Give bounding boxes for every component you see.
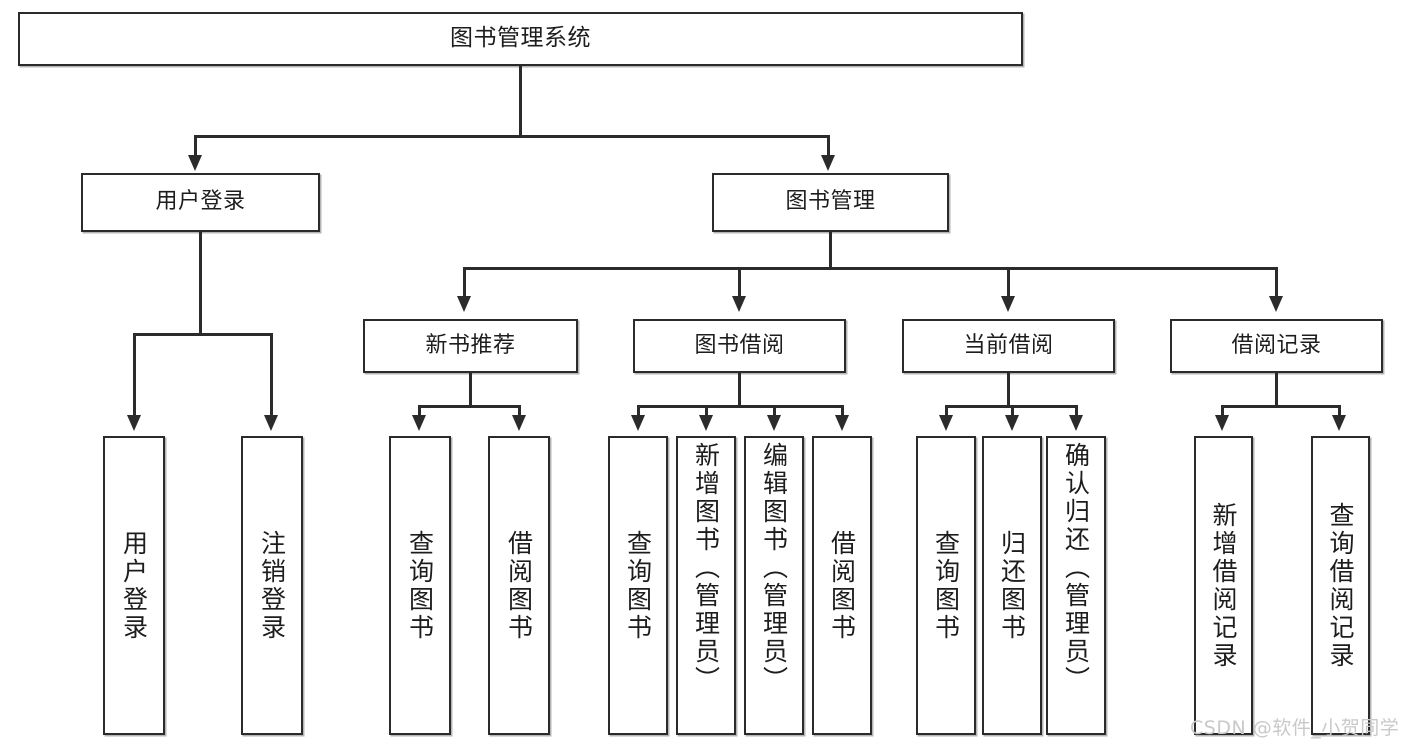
node-user-login[interactable]: 用户登录: [81, 173, 320, 232]
node-leaf-bb-edit-book[interactable]: 编辑图书（管理员）: [744, 436, 804, 735]
connector-level3-bus: [463, 267, 1278, 270]
connector-book-manage-stem: [829, 232, 832, 269]
connector-level2-bus: [194, 135, 830, 138]
node-root[interactable]: 图书管理系统: [18, 12, 1023, 66]
node-leaf-bb-add-book-label: 新增图书（管理员）: [691, 442, 721, 694]
arrow-login-2: [264, 415, 278, 431]
connector-drop-book-manage: [827, 135, 830, 161]
connector-drop-login-2: [270, 333, 273, 421]
watermark: CSDN @软件_小贺同学: [1190, 717, 1400, 739]
connector-drop-br-1: [1221, 405, 1224, 421]
node-leaf-cb-confirm-return-label: 确认归还（管理员）: [1061, 442, 1091, 694]
connector-borrow-stem: [738, 373, 741, 407]
connector-borrow-bus: [637, 405, 844, 408]
connector-drop-cb-3: [1075, 405, 1078, 421]
node-book-manage[interactable]: 图书管理: [712, 173, 949, 232]
arrow-current: [1001, 296, 1015, 312]
node-leaf-br-add-record-label: 新增借阅记录: [1209, 501, 1238, 670]
node-book-borrow-label: 图书借阅: [694, 332, 785, 358]
arrow-book-manage: [821, 155, 835, 171]
node-leaf-cb-return-book[interactable]: 归还图书: [982, 436, 1042, 735]
arrow-br-1: [1215, 415, 1229, 431]
node-leaf-nb-query-book[interactable]: 查询图书: [389, 436, 451, 735]
arrow-nb-1: [412, 415, 426, 431]
connector-drop-bb-1: [637, 405, 640, 421]
arrow-nb-2: [512, 415, 526, 431]
arrow-records: [1269, 296, 1283, 312]
node-leaf-br-query-record[interactable]: 查询借阅记录: [1311, 436, 1370, 735]
connector-drop-current: [1007, 267, 1010, 301]
node-leaf-bb-borrow-book-label: 借阅图书: [827, 529, 857, 642]
node-leaf-user-login-label: 用户登录: [119, 529, 149, 642]
node-current-borrow-label: 当前借阅: [963, 332, 1054, 358]
arrow-br-2: [1332, 415, 1346, 431]
arrow-login-1: [127, 415, 141, 431]
connector-drop-cb-1: [945, 405, 948, 421]
connector-records-stem: [1275, 373, 1278, 407]
connector-new-book-stem: [469, 373, 472, 407]
node-root-label: 图书管理系统: [450, 25, 591, 52]
connector-drop-br-2: [1338, 405, 1341, 421]
node-leaf-cb-query-book-label: 查询图书: [931, 529, 961, 642]
arrow-borrow: [732, 296, 746, 312]
node-leaf-bb-add-book[interactable]: 新增图书（管理员）: [676, 436, 736, 735]
node-leaf-nb-borrow-book-label: 借阅图书: [504, 529, 534, 642]
arrow-bb-3: [767, 415, 781, 431]
node-leaf-logout-label: 注销登录: [257, 529, 287, 642]
node-leaf-br-query-record-label: 查询借阅记录: [1326, 501, 1355, 670]
arrow-new-book: [457, 296, 471, 312]
connector-drop-cb-2: [1011, 405, 1014, 421]
node-book-manage-label: 图书管理: [785, 189, 876, 215]
arrow-cb-2: [1005, 415, 1019, 431]
arrow-cb-1: [939, 415, 953, 431]
node-leaf-nb-query-book-label: 查询图书: [405, 529, 435, 642]
node-current-borrow[interactable]: 当前借阅: [902, 319, 1115, 373]
connector-drop-login-1: [133, 333, 136, 421]
node-leaf-bb-borrow-book[interactable]: 借阅图书: [812, 436, 872, 735]
node-borrow-records[interactable]: 借阅记录: [1170, 319, 1383, 373]
arrow-user-login: [188, 155, 202, 171]
arrow-cb-3: [1069, 415, 1083, 431]
connector-drop-borrow: [738, 267, 741, 301]
connector-current-stem: [1007, 373, 1010, 407]
connector-user-login-bus: [133, 333, 273, 336]
arrow-bb-2: [699, 415, 713, 431]
connector-drop-nb-1: [418, 405, 421, 421]
node-new-book-recommend[interactable]: 新书推荐: [363, 319, 578, 373]
connector-drop-bb-4: [841, 405, 844, 421]
connector-root-stem: [519, 66, 522, 137]
node-leaf-bb-query-book-label: 查询图书: [623, 529, 653, 642]
node-leaf-cb-return-book-label: 归还图书: [997, 529, 1027, 642]
connector-new-book-bus: [418, 405, 521, 408]
connector-drop-nb-2: [518, 405, 521, 421]
node-leaf-br-add-record[interactable]: 新增借阅记录: [1194, 436, 1253, 735]
node-user-login-label: 用户登录: [155, 189, 246, 215]
connector-drop-user-login: [194, 135, 197, 161]
arrow-bb-1: [631, 415, 645, 431]
node-borrow-records-label: 借阅记录: [1231, 332, 1322, 358]
node-leaf-user-login[interactable]: 用户登录: [103, 436, 165, 735]
connector-drop-bb-2: [705, 405, 708, 421]
node-leaf-logout[interactable]: 注销登录: [241, 436, 303, 735]
arrow-bb-4: [835, 415, 849, 431]
node-leaf-nb-borrow-book[interactable]: 借阅图书: [488, 436, 550, 735]
node-leaf-bb-edit-book-label: 编辑图书（管理员）: [759, 442, 789, 694]
connector-drop-new-book: [463, 267, 466, 301]
node-new-book-recommend-label: 新书推荐: [425, 332, 516, 358]
node-leaf-cb-query-book[interactable]: 查询图书: [916, 436, 976, 735]
connector-drop-records: [1275, 267, 1278, 301]
connector-drop-bb-3: [773, 405, 776, 421]
node-book-borrow[interactable]: 图书借阅: [633, 319, 846, 373]
connector-user-login-stem: [199, 232, 202, 335]
node-leaf-bb-query-book[interactable]: 查询图书: [608, 436, 668, 735]
node-leaf-cb-confirm-return[interactable]: 确认归还（管理员）: [1046, 436, 1106, 735]
connector-records-bus: [1221, 405, 1341, 408]
